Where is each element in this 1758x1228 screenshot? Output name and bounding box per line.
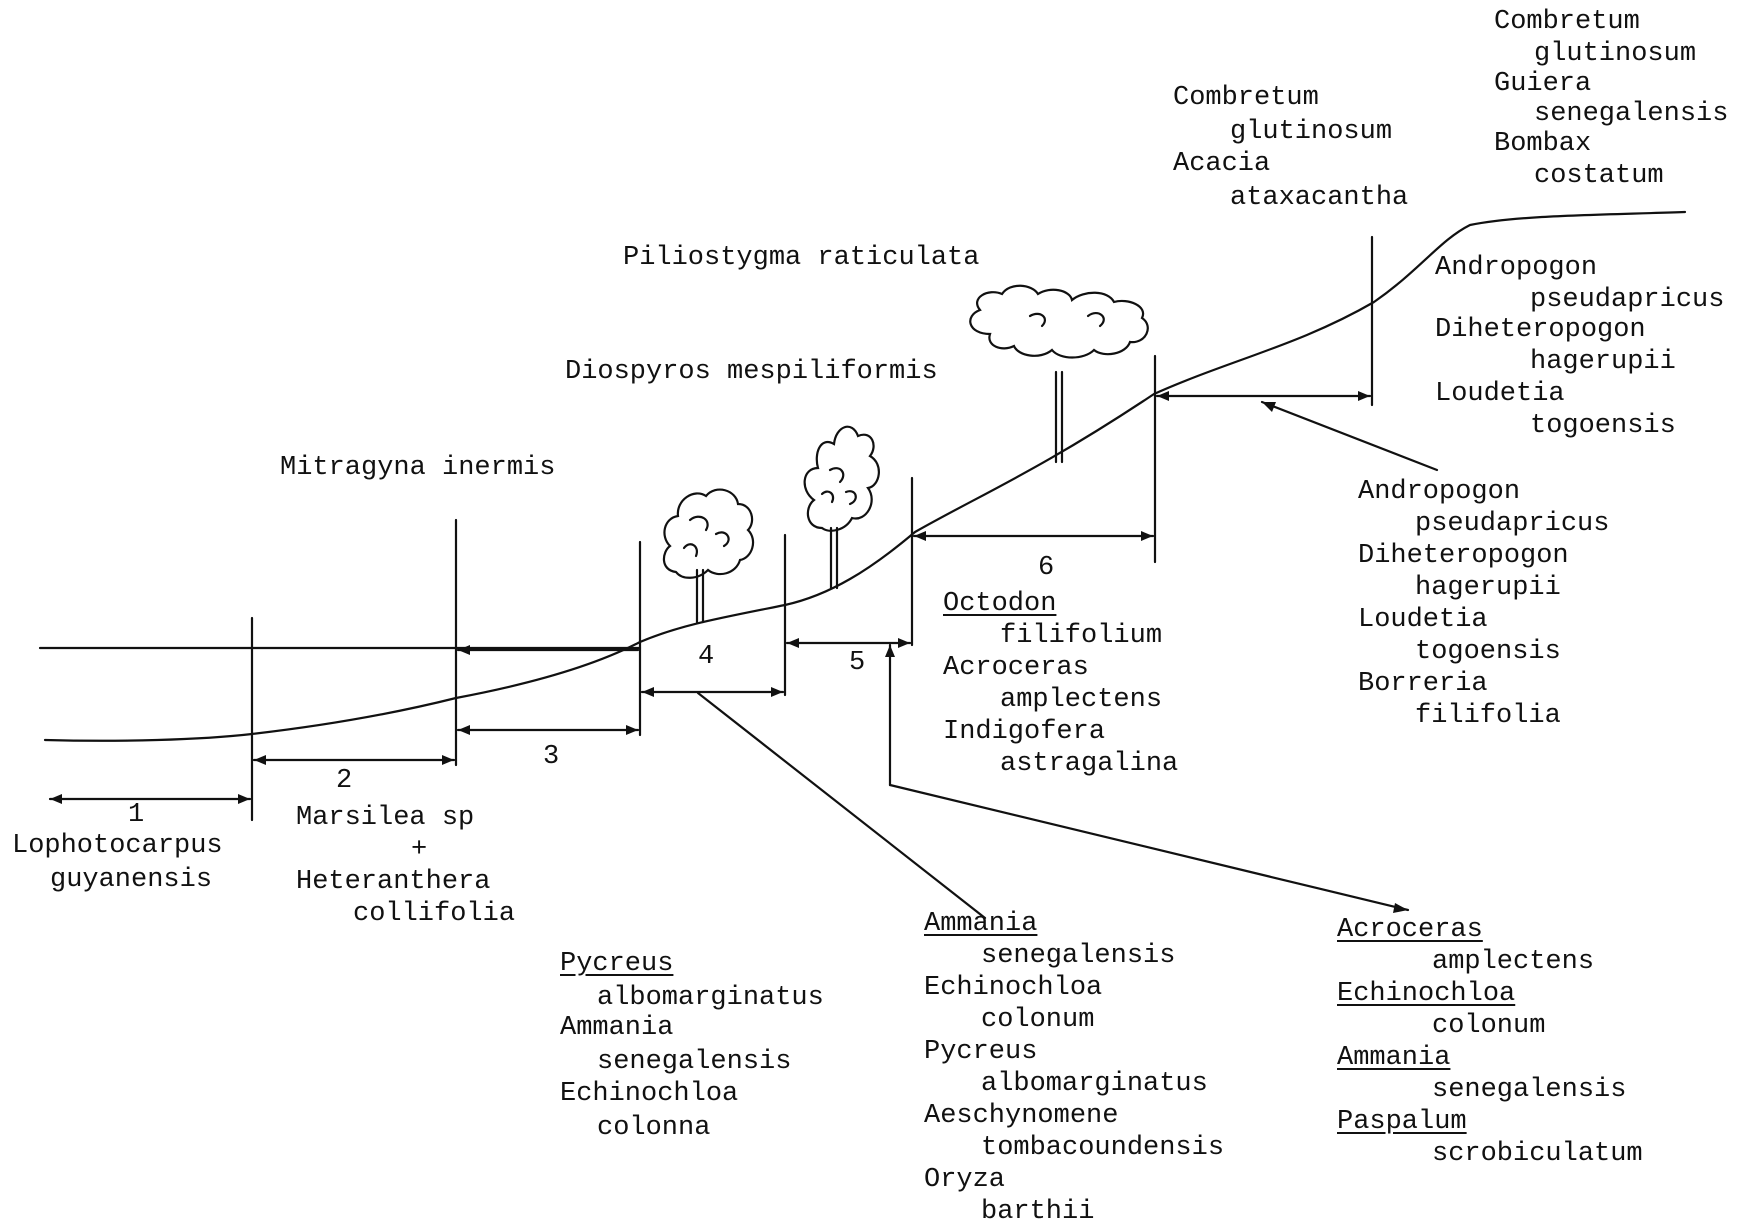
species-epithet: astragalina: [1000, 749, 1179, 779]
species-genus: Guiera: [1494, 69, 1592, 99]
species-epithet: pseudapricus: [1530, 285, 1725, 315]
species-genus: Lophotocarpus: [12, 831, 223, 861]
species-epithet: glutinosum: [1230, 117, 1393, 147]
zone-2b-arrow: [456, 645, 640, 655]
species-epithet: colonum: [981, 1005, 1095, 1035]
species-epithet: guyanensis: [50, 865, 213, 895]
diospyros-tree: [803, 425, 880, 590]
zone-7-leader: [1260, 400, 1439, 472]
species-genus: Echinochloa: [560, 1079, 739, 1109]
mitragyna-label: Mitragyna inermis: [280, 453, 556, 483]
species-epithet: togoensis: [1415, 637, 1561, 667]
species-genus: Marsilea sp: [296, 803, 475, 833]
zone-7-arrow: [1155, 391, 1372, 401]
species-epithet: hagerupii: [1530, 347, 1676, 377]
zone-6-number: 6: [1038, 553, 1055, 583]
species-epithet: glutinosum: [1534, 39, 1697, 69]
diospyros-label: Diospyros mespiliformis: [565, 357, 938, 387]
species-genus: Combretum: [1494, 7, 1640, 37]
species-genus: Acroceras: [1337, 915, 1483, 945]
zone-3-arrow: [456, 725, 640, 735]
species-epithet: collifolia: [353, 899, 516, 929]
species-epithet: pseudapricus: [1415, 509, 1610, 539]
species-epithet: hagerupii: [1415, 573, 1561, 603]
zone-2-arrow: [252, 755, 456, 765]
species-epithet: togoensis: [1530, 411, 1676, 441]
species-epithet: senegalensis: [981, 941, 1176, 971]
zone-2-number: 2: [336, 766, 353, 796]
species-genus: Ammania: [1337, 1043, 1451, 1073]
species-epithet: barthii: [981, 1197, 1095, 1227]
species-genus: Octodon: [943, 589, 1057, 619]
species-genus: Pycreus: [924, 1037, 1038, 1067]
species-genus: Acacia: [1173, 149, 1271, 179]
species-epithet: scrobiculatum: [1432, 1139, 1643, 1169]
species-genus: Pycreus: [560, 949, 674, 979]
species-genus: Loudetia: [1358, 605, 1488, 635]
species-genus: Diheteropogon: [1358, 541, 1569, 571]
zone-4-arrow: [640, 687, 785, 697]
zone-6-arrow: [912, 531, 1155, 541]
species-epithet: costatum: [1534, 161, 1664, 191]
ground-profile-line: [43, 210, 1687, 742]
species-genus: Combretum: [1173, 83, 1319, 113]
species-epithet: senegalensis: [1534, 99, 1729, 129]
zone-4-leader: [696, 691, 987, 920]
zone-5-number: 5: [849, 648, 866, 678]
piliostygma-label: Piliostygma raticulata: [623, 243, 980, 273]
species-epithet: ataxacantha: [1230, 183, 1409, 213]
species-epithet: amplectens: [1432, 947, 1595, 977]
species-epithet: colonum: [1432, 1011, 1546, 1041]
zone-5-leader: [885, 643, 1410, 913]
piliostygma-tree: [969, 284, 1149, 464]
species-genus: Echinochloa: [924, 973, 1103, 1003]
species-genus: Borreria: [1358, 669, 1488, 699]
species-genus: Bombax: [1494, 129, 1592, 159]
species-epithet: amplectens: [1000, 685, 1163, 715]
species-genus: Echinochloa: [1337, 979, 1516, 1009]
zone-4-number: 4: [698, 642, 715, 672]
species-genus: Indigofera: [943, 717, 1106, 747]
species-genus: Diheteropogon: [1435, 315, 1646, 345]
species-genus: Paspalum: [1337, 1107, 1467, 1137]
species-epithet: tombacoundensis: [981, 1133, 1225, 1163]
zone-5-arrow: [785, 638, 912, 648]
zone-1-arrow: [48, 794, 252, 804]
species-epithet: filifolium: [1000, 621, 1163, 651]
species-genus: Ammania: [924, 909, 1038, 939]
species-epithet: albomarginatus: [597, 983, 824, 1013]
species-genus: Ammania: [560, 1013, 674, 1043]
species-genus: Andropogon: [1435, 253, 1598, 283]
mitragyna-tree: [662, 488, 755, 624]
species-genus: Acroceras: [943, 653, 1089, 683]
species-epithet: albomarginatus: [981, 1069, 1208, 1099]
species-plus: +: [411, 835, 428, 865]
species-epithet: filifolia: [1415, 701, 1561, 731]
species-epithet: senegalensis: [597, 1047, 792, 1077]
species-epithet: senegalensis: [1432, 1075, 1627, 1105]
species-genus: Oryza: [924, 1165, 1006, 1195]
species-genus: Andropogon: [1358, 477, 1521, 507]
species-epithet: colonna: [597, 1113, 711, 1143]
species-genus: Heteranthera: [296, 867, 491, 897]
species-genus: Aeschynomene: [924, 1101, 1119, 1131]
species-genus: Loudetia: [1435, 379, 1565, 409]
zone-1-number: 1: [128, 800, 145, 830]
zone-3-number: 3: [543, 742, 560, 772]
